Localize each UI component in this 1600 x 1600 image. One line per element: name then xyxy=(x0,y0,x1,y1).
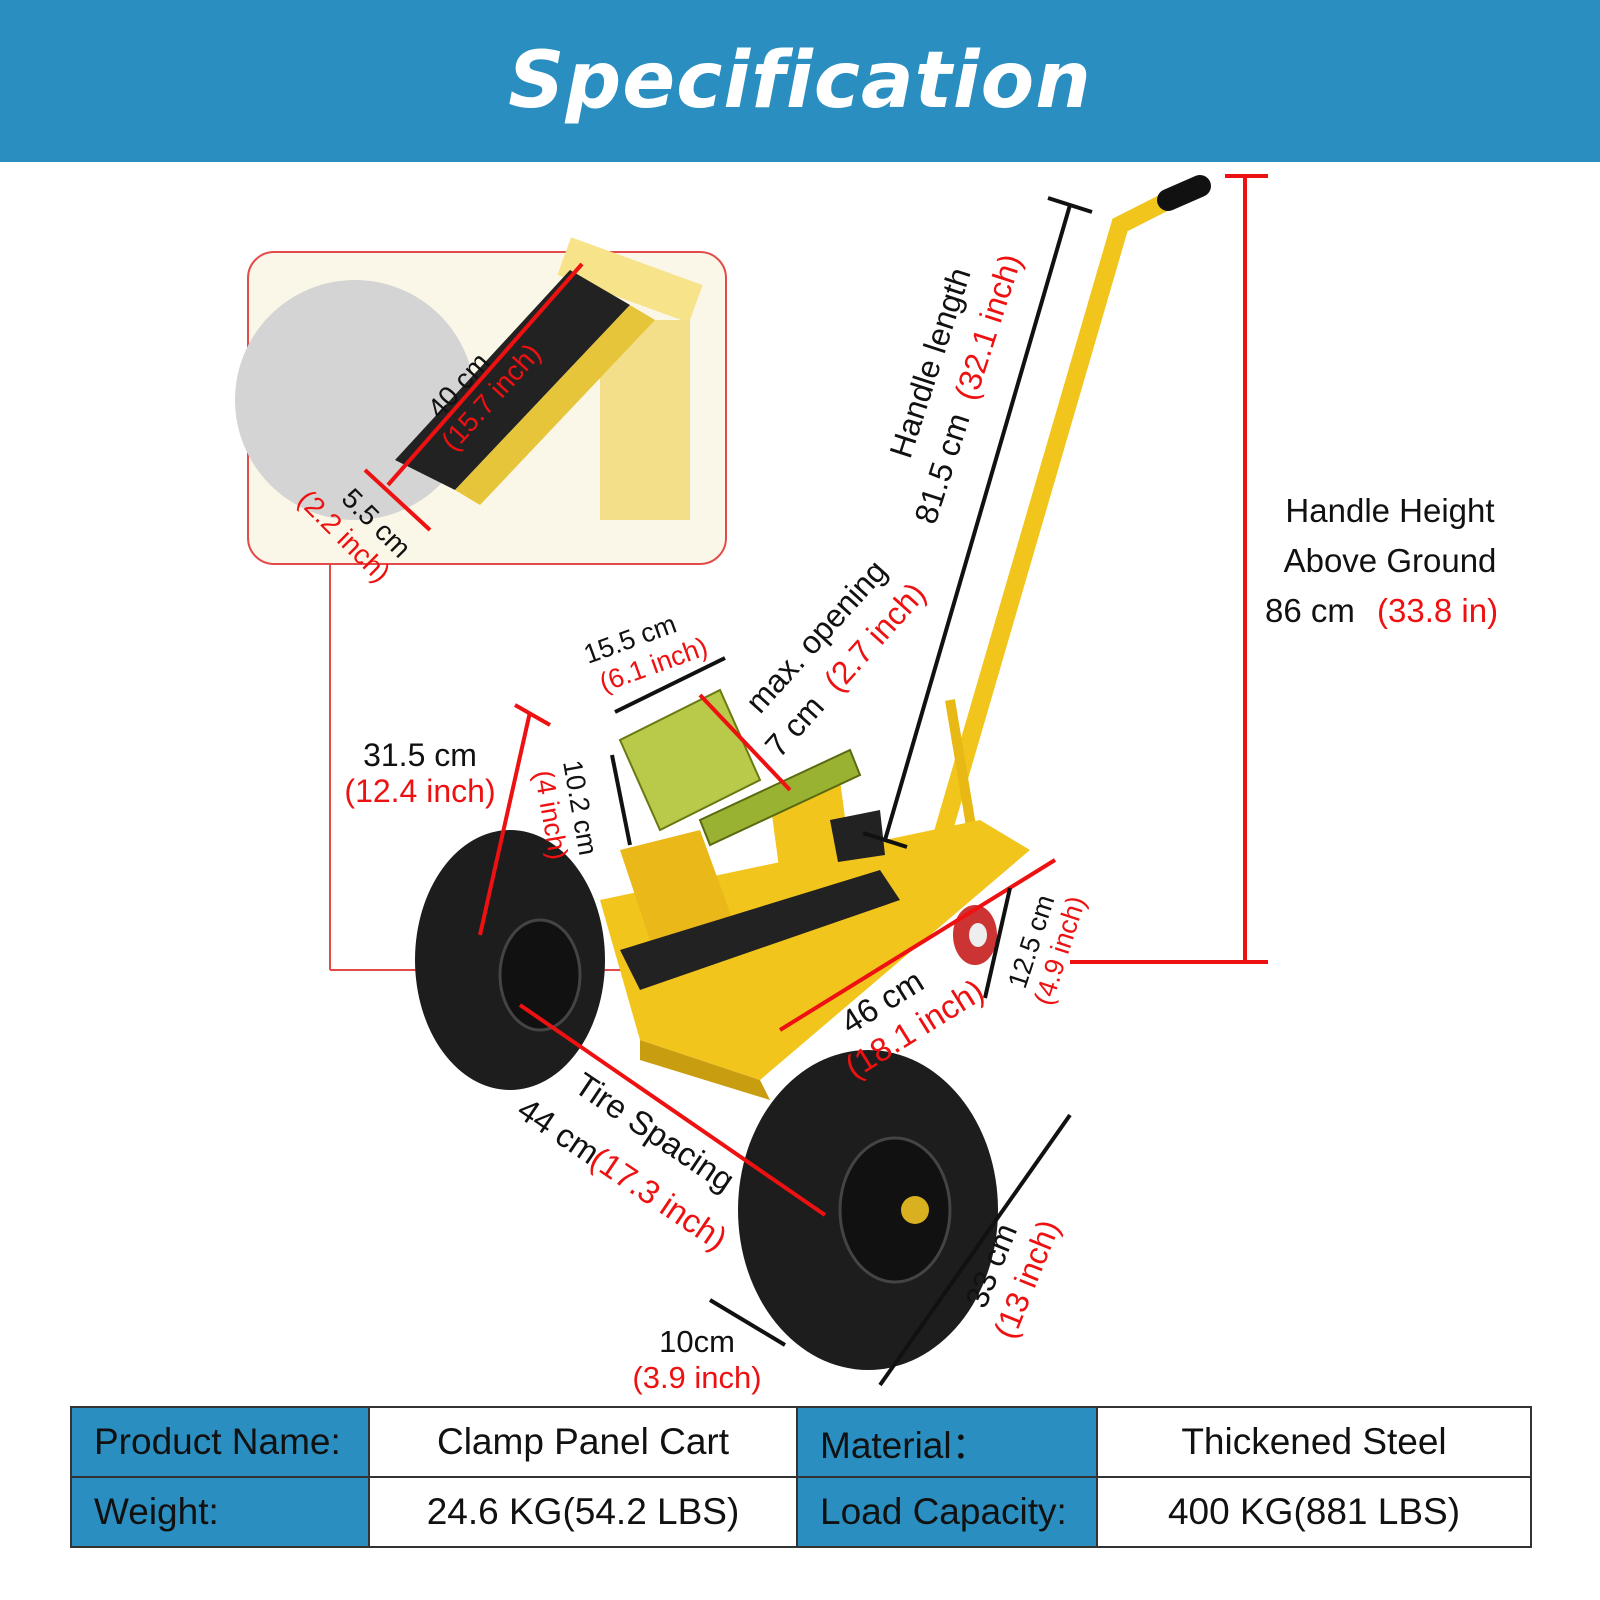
dim-wheel-diameter xyxy=(878,1113,1072,1387)
cell-load-capacity-key: Load Capacity: xyxy=(796,1476,1098,1548)
inset-panel xyxy=(235,237,727,565)
label-handle-height-line1: Handle Height xyxy=(1285,492,1494,529)
right-wheel-hub xyxy=(838,1136,952,1284)
label-tire-width-cm: 10cm xyxy=(659,1324,735,1359)
dim-pad-length xyxy=(386,262,584,487)
dim-handle-length-cap2 xyxy=(862,831,908,849)
clamp-plate-back xyxy=(618,688,762,832)
dimension-lines xyxy=(363,174,1268,1387)
cell-product-name-value: Clamp Panel Cart xyxy=(368,1406,798,1478)
label-height-in: (12.4 inch) xyxy=(344,773,495,809)
spec-table: Product Name: Clamp Panel Cart Material：… xyxy=(70,1406,1532,1548)
label-handle-height-in: (33.8 in) xyxy=(1377,592,1498,629)
dim-max-opening xyxy=(698,693,792,792)
left-wheel-hub xyxy=(498,918,582,1032)
caster-hub xyxy=(969,923,987,947)
label-handle-height-cm: 86 cm xyxy=(1265,592,1355,629)
cell-material-value: Thickened Steel xyxy=(1096,1406,1532,1478)
header-banner: Specification xyxy=(0,0,1600,162)
dim-handle-length-cap1 xyxy=(1047,196,1093,214)
dim-tire-spacing xyxy=(518,1003,827,1217)
table-row: Product Name: Clamp Panel Cart Material：… xyxy=(70,1406,1532,1478)
clamp-plate-front xyxy=(698,748,862,847)
inset-pad-edge xyxy=(455,305,655,505)
dim-handle-length xyxy=(883,204,1072,841)
label-handle-height-line2: Above Ground xyxy=(1284,542,1497,579)
table-row: Weight: 24.6 KG(54.2 LBS) Load Capacity:… xyxy=(70,1476,1532,1548)
dim-pad-width xyxy=(363,468,432,532)
cell-weight-value: 24.6 KG(54.2 LBS) xyxy=(368,1476,798,1548)
cell-material-key: Material： xyxy=(796,1406,1098,1478)
upper-pad xyxy=(830,810,885,862)
cart-diagram: 40 cm (15.7 inch) 5.5 cm (2.2 inch) Hand… xyxy=(235,174,1498,1395)
cell-load-capacity-value: 400 KG(881 LBS) xyxy=(1096,1476,1532,1548)
label-height-cm: 31.5 cm xyxy=(363,737,477,773)
handle-grip xyxy=(1157,175,1211,211)
dim-tire-width xyxy=(708,1298,787,1347)
cell-product-name-key: Product Name: xyxy=(70,1406,370,1478)
right-wheel-axle xyxy=(901,1196,929,1224)
cell-weight-key: Weight: xyxy=(70,1476,370,1548)
dim-caster xyxy=(983,887,1012,999)
inset-foot-pad xyxy=(395,270,630,490)
foot-pad xyxy=(620,870,900,990)
cart-body xyxy=(415,175,1211,1370)
label-tire-width-in: (3.9 inch) xyxy=(632,1360,761,1395)
dim-height xyxy=(478,711,532,936)
handle-bar xyxy=(926,183,1194,869)
inset-frame-bar xyxy=(557,237,703,323)
dim-clamp-height xyxy=(610,754,632,846)
frame-shadow xyxy=(640,1040,770,1100)
dim-height-cap xyxy=(514,703,551,727)
page-title: Specification xyxy=(508,36,1092,126)
dim-clamp-width xyxy=(614,656,726,714)
